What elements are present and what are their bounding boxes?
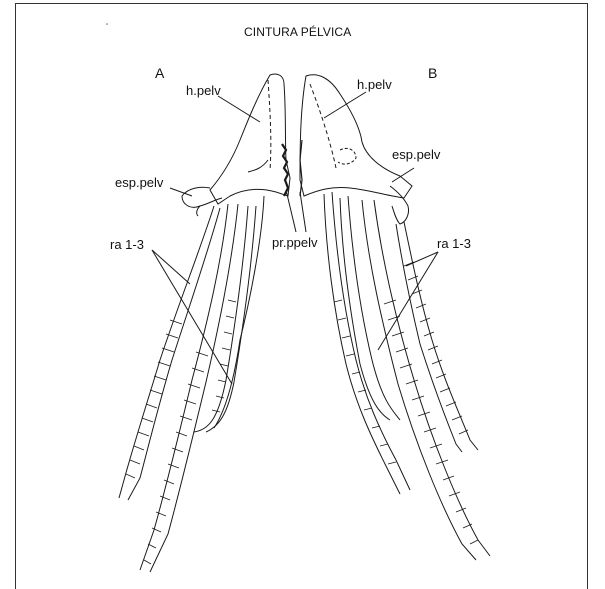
pelvic-bone-a xyxy=(210,74,290,204)
pointer-esp-pelv-b xyxy=(392,168,414,182)
panel-label-b: B xyxy=(428,66,437,80)
pelvic-bone-a-inner xyxy=(248,160,268,172)
label-h-pelv-b: h.pelv xyxy=(357,78,392,91)
pointer-ra-b-2 xyxy=(378,252,438,350)
label-esp-pelv-a: esp.pelv xyxy=(115,176,163,189)
label-esp-pelv-b: esp.pelv xyxy=(392,148,440,161)
postpelvic-process-a xyxy=(282,144,288,196)
pointer-ra-a-1 xyxy=(152,250,190,284)
fin-ray-b-1-segments xyxy=(404,262,468,434)
figure-title: CINTURA PÉLVICA xyxy=(244,26,351,38)
panel-label-a: A xyxy=(155,66,164,80)
left-girdle xyxy=(119,74,296,572)
pelvic-bone-a-ridge xyxy=(268,80,271,170)
pelvic-bone-b-notch xyxy=(338,148,356,164)
pointer-pr-ppelv-a xyxy=(286,190,296,232)
pelvic-spine-b xyxy=(390,186,409,224)
pointer-h-pelv-b xyxy=(324,92,366,118)
fin-ray-b-3 xyxy=(340,196,400,420)
pointer-h-pelv-a xyxy=(218,96,260,122)
pointer-esp-pelv-a xyxy=(170,188,192,196)
fin-ray-a-2 xyxy=(140,204,238,572)
label-ra-a: ra 1-3 xyxy=(110,238,144,251)
speck xyxy=(106,23,108,25)
fin-ray-a-3 xyxy=(194,206,256,432)
pelvic-bone-b-ridge xyxy=(310,84,336,168)
label-h-pelv-a: h.pelv xyxy=(186,84,221,97)
fin-ray-b-2 xyxy=(362,200,490,560)
label-ra-b: ra 1-3 xyxy=(437,237,471,250)
pelvic-spine-a xyxy=(182,187,222,207)
pointer-pr-ppelv-b xyxy=(300,192,306,232)
pelvic-spine-a-2 xyxy=(197,206,200,216)
label-pr-ppelv: pr.ppelv xyxy=(272,236,318,249)
